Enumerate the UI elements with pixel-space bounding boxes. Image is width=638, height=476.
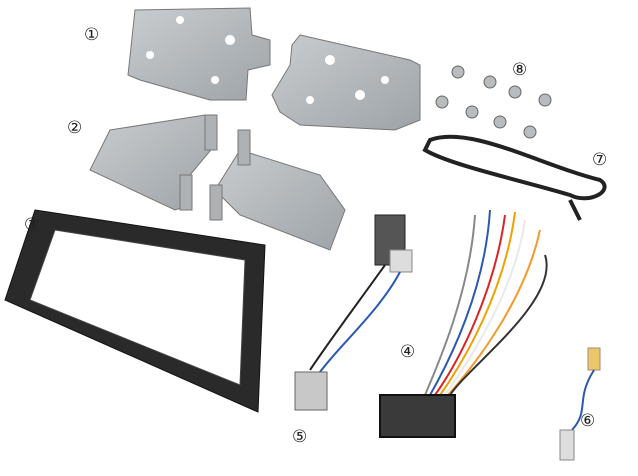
part-label-6: ⑥ (580, 411, 596, 431)
bracket-left (89, 114, 218, 211)
part-label-2: ② (67, 118, 83, 138)
wiring-harness (379, 209, 548, 438)
mounting-plate-left (127, 7, 271, 101)
antenna-adapter (294, 214, 413, 411)
part-label-4: ④ (400, 342, 416, 362)
bracket-right (209, 129, 346, 251)
part-label-5: ⑤ (292, 427, 308, 447)
flat-cable (422, 134, 607, 201)
mounting-plate-right (271, 34, 421, 131)
part-label-8: ⑧ (512, 60, 528, 80)
fuse-lead (559, 347, 601, 461)
trim-frame (4, 209, 266, 413)
screws (435, 65, 552, 139)
part-label-7: ⑦ (592, 150, 608, 170)
part-label-1: ① (84, 25, 100, 45)
part-label-3: ③ (24, 215, 40, 235)
